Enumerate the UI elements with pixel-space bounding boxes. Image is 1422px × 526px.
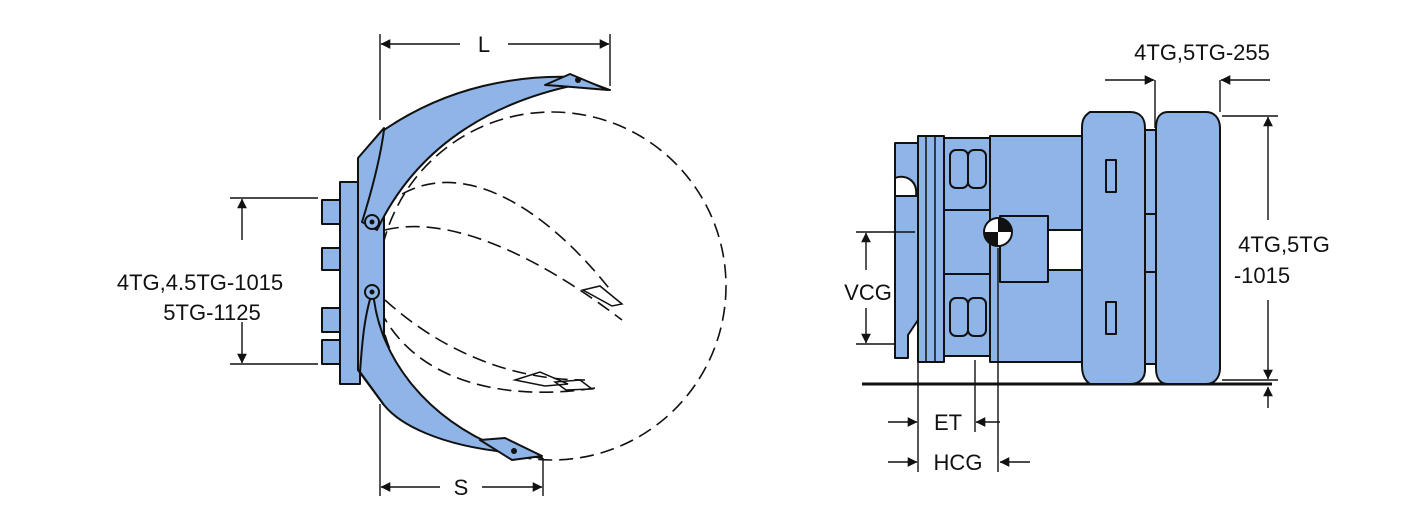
right-arm-pad [1155,111,1221,385]
left-arm-pad [1081,111,1146,385]
upper-arm-open-tip [580,285,624,307]
height-label-line1: 4TG,4.5TG-1015 [117,270,283,295]
lower-arm-open-tip-b [552,379,595,391]
pad-height-label-line2: -1015 [1234,263,1290,288]
pad-height-label-line1: 4TG,5TG [1238,232,1330,257]
height-label-line2: 5TG-1125 [163,300,260,325]
lower-arm-open-outer [379,309,596,393]
upper-arm-open-outer [384,181,613,293]
lower-arm-open-inner [384,299,586,381]
open-position-outlines [377,111,727,461]
center-block [943,209,991,275]
end-view: 4TG,5TG-255 4TG,5TG -1015 VCG ET HCG [844,40,1330,475]
cylinder-upper-a [949,149,969,189]
vcg-label: VCG [844,280,892,305]
carriage [894,142,919,359]
upper-arm-open-inner [384,225,623,321]
lower-arm-tip [479,437,543,461]
cylinder-upper-b [967,149,987,189]
carriage-plates [917,135,945,363]
cylinder-lower-a [949,297,969,337]
side-view: L S 4TG,4.5TG-1015 5TG-1125 [117,32,727,500]
lower-arm-tip-bolt [511,448,517,454]
length-label: L [478,32,490,57]
et-label: ET [934,410,962,435]
lower-arm-open-tip-a [512,371,569,387]
lower-arm [359,289,543,459]
hcg-label: HCG [934,450,983,475]
upper-arm [361,75,611,231]
width-dim-label: 4TG,5TG-255 [1134,40,1270,65]
spread-label: S [454,475,469,500]
upper-arm-tip-bolt [575,77,581,83]
carriage-hook-notch [894,175,918,197]
cylinder-lower-b [967,297,987,337]
